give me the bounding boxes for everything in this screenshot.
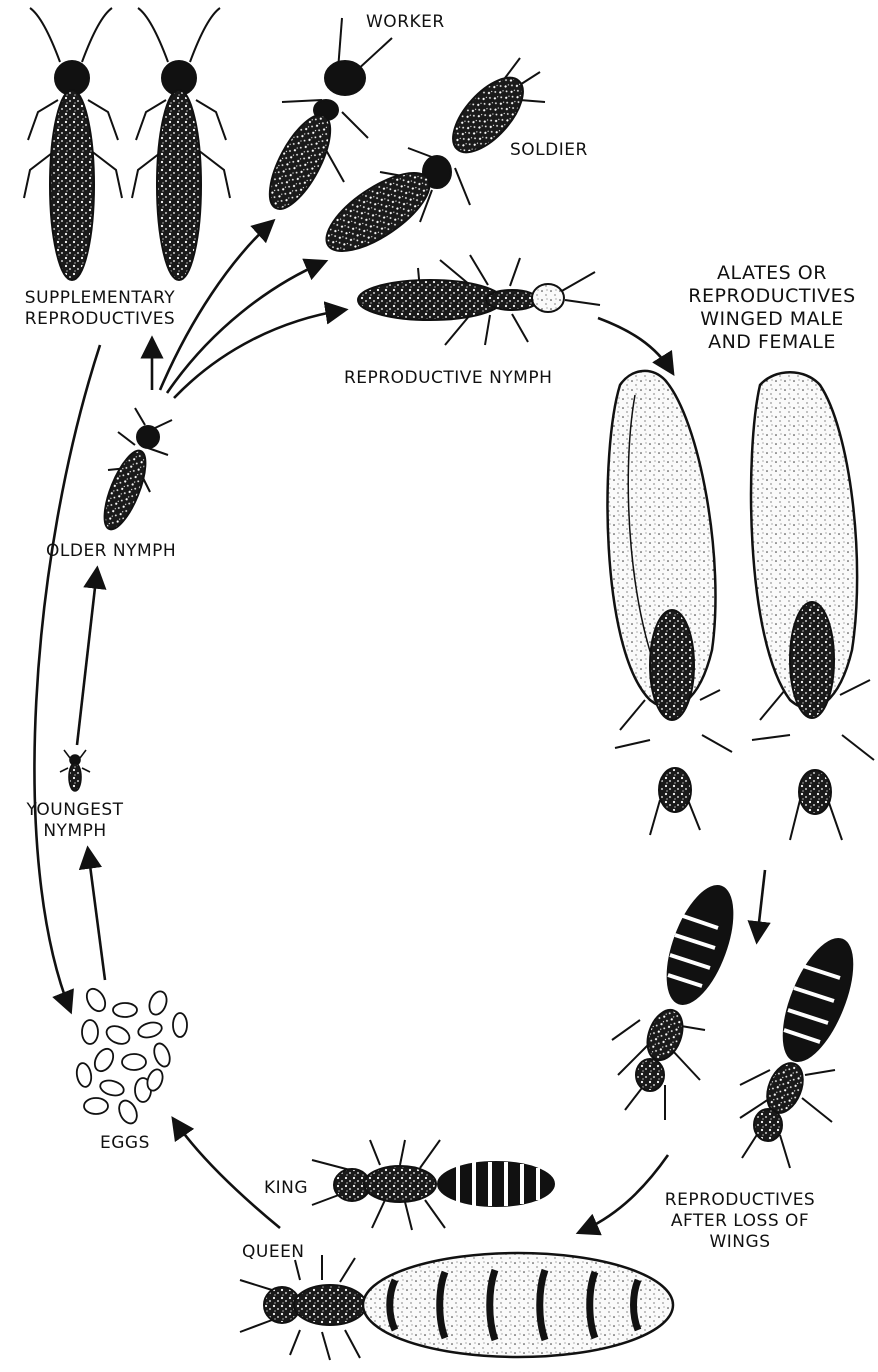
- label-after-loss-line-1: REPRODUCTIVES: [640, 1190, 840, 1211]
- king-termite: [312, 1140, 554, 1230]
- arrow-reproductive-to-alates: [598, 318, 672, 372]
- queen-termite: [240, 1253, 673, 1360]
- label-king: KING: [264, 1178, 308, 1199]
- older-nymph-termite: [96, 408, 172, 534]
- arrow-youngest-to-older: [77, 570, 97, 745]
- label-supplementary-reproductives: SUPPLEMENTARY REPRODUCTIVES: [0, 288, 200, 330]
- alate-male: [608, 371, 732, 835]
- label-worker: WORKER: [366, 12, 445, 33]
- label-alates-line-3: WINGED MALE: [666, 308, 878, 331]
- label-soldier: SOLDIER: [510, 140, 588, 161]
- label-supplementary-line-2: REPRODUCTIVES: [0, 309, 200, 330]
- arrow-alates-to-dealates: [757, 870, 765, 940]
- label-youngest-nymph: YOUNGEST NYMPH: [10, 800, 140, 842]
- alate-female: [751, 372, 874, 840]
- supplementary-reproductive-right: [132, 8, 230, 280]
- label-reproductives-after-loss: REPRODUCTIVES AFTER LOSS OF WINGS: [640, 1190, 840, 1253]
- label-alates-line-4: AND FEMALE: [666, 331, 878, 354]
- label-alates: ALATES OR REPRODUCTIVES WINGED MALE AND …: [666, 262, 878, 354]
- dealate-left: [612, 878, 746, 1120]
- arrow-queen-to-eggs: [174, 1120, 280, 1228]
- dealate-right: [740, 930, 866, 1168]
- reproductive-nymph-termite: [358, 255, 600, 345]
- arrow-eggs-to-youngest: [88, 850, 105, 980]
- label-older-nymph: OLDER NYMPH: [46, 541, 176, 562]
- label-queen: QUEEN: [242, 1242, 305, 1263]
- label-youngest-line-2: NYMPH: [10, 821, 140, 842]
- label-alates-line-2: REPRODUCTIVES: [666, 285, 878, 308]
- label-reproductive-nymph: REPRODUCTIVE NYMPH: [344, 368, 552, 389]
- label-alates-line-1: ALATES OR: [666, 262, 878, 285]
- supplementary-reproductive-left: [24, 8, 122, 280]
- eggs-cluster: [75, 986, 187, 1127]
- youngest-nymph-termite: [60, 750, 90, 791]
- label-after-loss-line-2: AFTER LOSS OF: [640, 1211, 840, 1232]
- label-after-loss-line-3: WINGS: [640, 1232, 840, 1253]
- label-supplementary-line-1: SUPPLEMENTARY: [0, 288, 200, 309]
- label-youngest-line-1: YOUNGEST: [10, 800, 140, 821]
- label-eggs: EGGS: [100, 1133, 150, 1154]
- arrow-supplementary-to-eggs: [34, 345, 100, 1010]
